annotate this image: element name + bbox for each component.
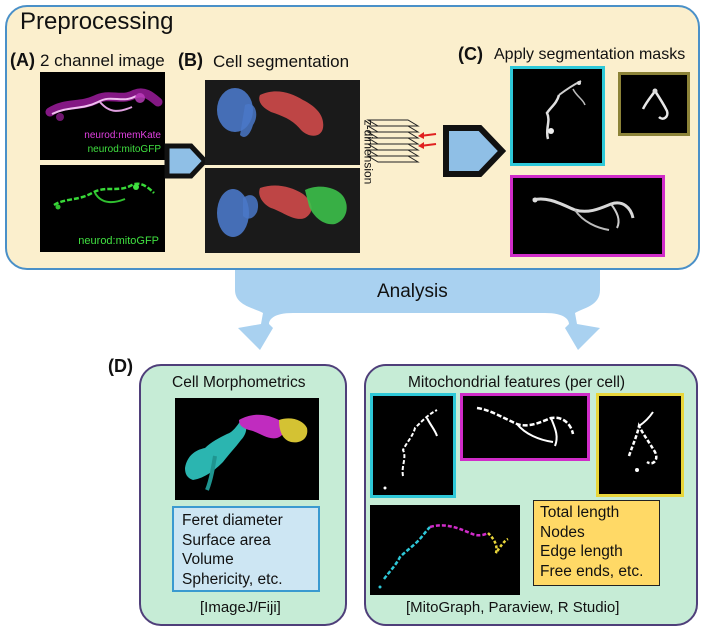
- label-a: (A): [10, 50, 35, 70]
- combined-skeleton-drawing: [378, 524, 509, 589]
- memkate-overlay-label: neurod:memKate: [84, 130, 161, 141]
- segmentation-image-2: [205, 168, 360, 253]
- olive-mask-drawing: [641, 88, 669, 120]
- magenta-mask-drawing: [532, 197, 635, 231]
- cell-morphometrics-render: [175, 398, 319, 500]
- two-channel-neuron-drawing: [45, 88, 163, 121]
- z-dimension-label: z-dimension: [361, 119, 376, 185]
- z-stack-icon: [366, 119, 437, 163]
- segmentation-drawing-1: [217, 88, 324, 137]
- cyan-skeleton-image: [370, 393, 456, 498]
- cyan-mask-drawing: [545, 80, 586, 140]
- label-d: (D): [108, 356, 133, 376]
- preprocessing-title: Preprocessing: [20, 8, 174, 35]
- morphometrics-3d-drawing: [185, 414, 308, 491]
- morphometrics-feature-box: Feret diameter Surface area Volume Spher…: [172, 506, 320, 592]
- pentagon-arrow-1: [164, 143, 209, 179]
- mitogfp-drawing: [53, 182, 155, 210]
- morphometrics-feature: Surface area: [182, 531, 271, 549]
- segmentation-image-1: [205, 80, 360, 165]
- segmentation-drawing-2: [217, 185, 347, 237]
- cell-morphometrics-title: Cell Morphometrics: [172, 374, 306, 391]
- pentagon-arrow-2: [443, 125, 507, 177]
- mito-feature-box: Total length Nodes Edge length Free ends…: [533, 500, 660, 586]
- magenta-mask-image: [510, 175, 665, 257]
- mitogfp-channel-image: neurod:mitoGFP: [40, 165, 165, 252]
- morphometrics-feature: Sphericity, etc.: [182, 570, 283, 588]
- b-caption: Cell segmentation: [213, 52, 350, 71]
- magenta-skeleton-image: [460, 393, 590, 461]
- c-caption: Apply segmentation masks: [494, 46, 686, 63]
- yellow-skeleton-drawing: [627, 411, 658, 472]
- combined-skeleton-image: [370, 505, 520, 595]
- yellow-skeleton-image: [596, 393, 684, 497]
- label-c: (C): [458, 44, 483, 64]
- mito-feature: Total length: [540, 504, 620, 521]
- a-caption: 2 channel image: [40, 51, 165, 70]
- mito-feature: Free ends, etc.: [540, 562, 644, 580]
- morphometrics-feature: Volume: [182, 551, 234, 568]
- mito-tools: [MitoGraph, Paraview, R Studio]: [406, 599, 620, 616]
- analysis-arrow: [235, 270, 600, 350]
- cyan-mask-image: [510, 66, 605, 166]
- analysis-label: Analysis: [377, 281, 448, 302]
- morphometrics-tool: [ImageJ/Fiji]: [200, 599, 281, 616]
- cyan-skeleton-drawing: [383, 409, 438, 490]
- olive-mask-image: [618, 72, 690, 136]
- morphometrics-feature: Feret diameter: [182, 512, 283, 529]
- mitochondrial-features-title: Mitochondrial features (per cell): [408, 374, 626, 391]
- two-channel-image: neurod:memKate neurod:mitoGFP: [40, 72, 165, 160]
- mitogfp-bottom-label: neurod:mitoGFP: [78, 235, 159, 247]
- mito-feature: Nodes: [540, 523, 585, 541]
- magenta-skeleton-drawing: [476, 406, 575, 447]
- mitogfp-overlay-label: neurod:mitoGFP: [87, 144, 161, 155]
- mito-feature: Edge length: [540, 543, 623, 560]
- label-b: (B): [178, 50, 203, 70]
